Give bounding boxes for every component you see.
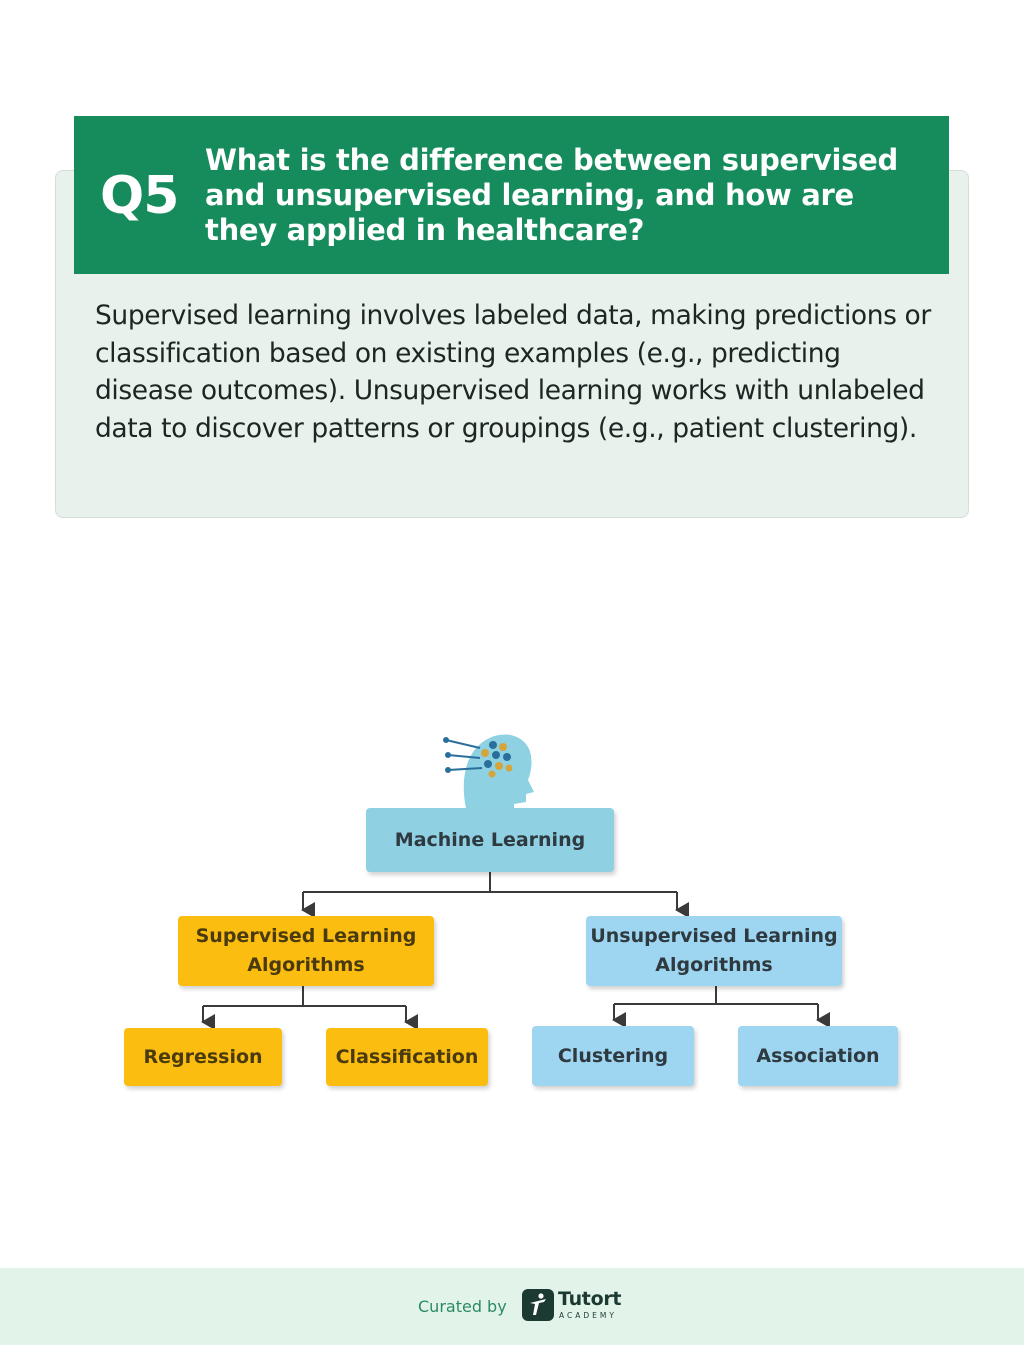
ml-diagram: Machine Learning Supervised Learning Alg… bbox=[0, 700, 1024, 1120]
supervised-label-line2: Algorithms bbox=[247, 954, 365, 976]
classification-node: Classification bbox=[326, 1028, 488, 1086]
question-number: Q5 bbox=[100, 166, 179, 226]
diagram-connectors bbox=[201, 734, 830, 1030]
supervised-label-line1: Supervised Learning bbox=[195, 925, 417, 947]
brand-subtitle: ACADEMY bbox=[559, 1311, 617, 1320]
unsupervised-learning-node: Unsupervised Learning Algorithms bbox=[586, 916, 842, 986]
curated-by-label: Curated by bbox=[418, 1297, 507, 1316]
footer bbox=[0, 1268, 1024, 1345]
question-text: What is the difference between supervise… bbox=[205, 143, 898, 247]
regression-node: Regression bbox=[124, 1028, 282, 1086]
brand-name: Tutort bbox=[558, 1288, 622, 1310]
clustering-node: Clustering bbox=[532, 1026, 694, 1086]
tutort-logo-icon bbox=[522, 1289, 554, 1321]
association-label: Association bbox=[756, 1044, 880, 1067]
association-node: Association bbox=[738, 1026, 898, 1086]
regression-label: Regression bbox=[143, 1045, 263, 1068]
unsupervised-label-line1: Unsupervised Learning bbox=[590, 925, 838, 947]
question-banner bbox=[74, 116, 949, 274]
brain-head-icon bbox=[443, 734, 534, 808]
machine-learning-node: Machine Learning bbox=[366, 808, 614, 872]
classification-label: Classification bbox=[335, 1045, 479, 1068]
supervised-learning-node: Supervised Learning Algorithms bbox=[178, 916, 434, 986]
machine-learning-label: Machine Learning bbox=[394, 828, 586, 851]
unsupervised-label-line2: Algorithms bbox=[655, 954, 773, 976]
answer-text: Supervised learning involves labeled dat… bbox=[95, 300, 931, 444]
clustering-label: Clustering bbox=[557, 1044, 669, 1067]
